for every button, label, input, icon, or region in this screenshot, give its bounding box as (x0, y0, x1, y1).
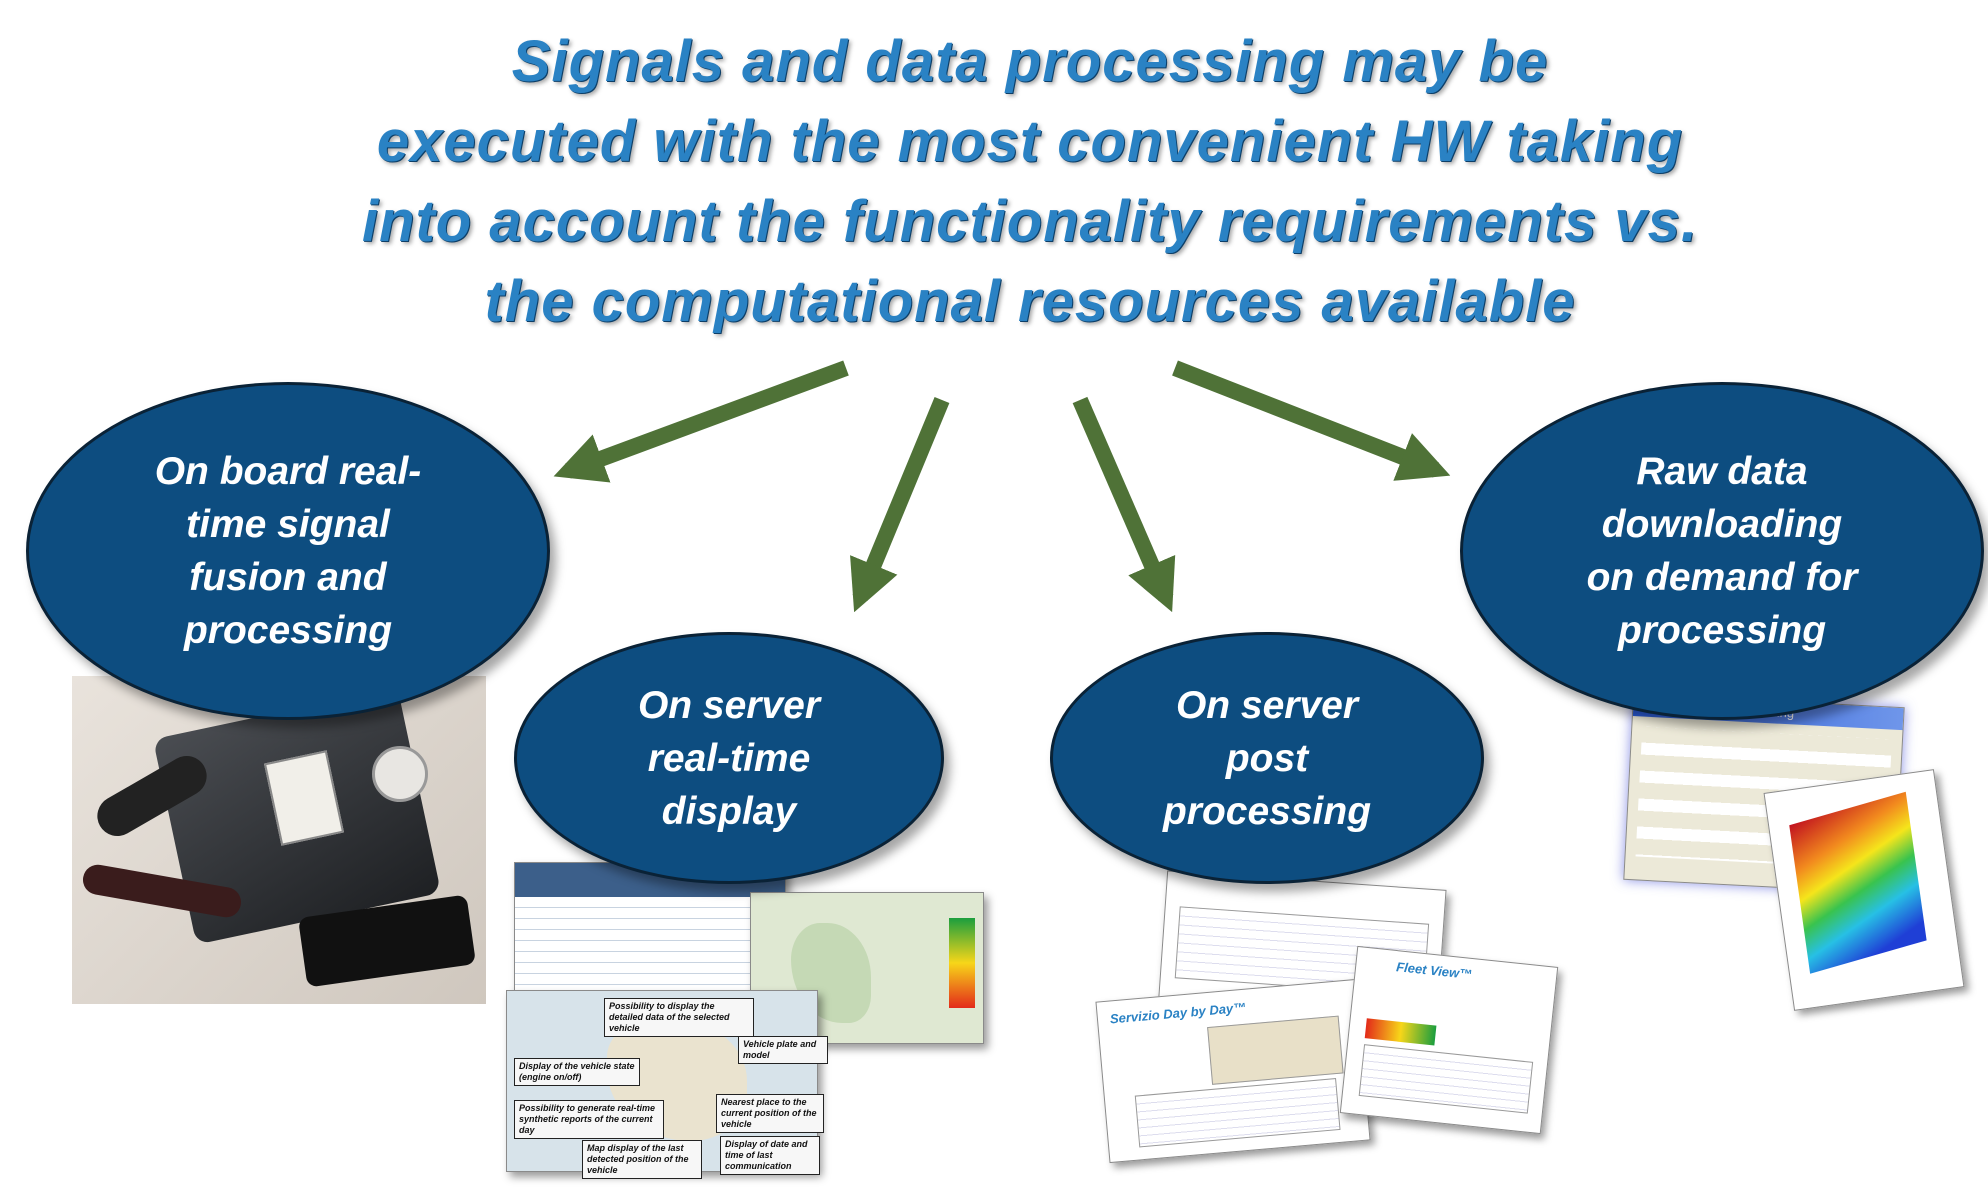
map-note: Possibility to generate real-time synthe… (514, 1100, 664, 1139)
node-label: fusion and (189, 556, 387, 599)
node-label: real-time (647, 736, 811, 780)
map-legend (949, 918, 975, 1008)
report-table (1134, 1078, 1341, 1148)
map-note: Map display of the last detected positio… (582, 1140, 702, 1179)
node-label: processing (183, 609, 393, 652)
page-title: Signals and data processing may be execu… (240, 22, 1820, 342)
report-title: Servizio Day by Day™ (1109, 999, 1247, 1027)
node-raw-data: Raw data downloading on demand for proce… (1460, 382, 1984, 720)
report-table (1358, 1044, 1534, 1114)
node-label: On board real- (154, 450, 422, 493)
arrow-to-raw-data (1172, 360, 1451, 481)
node-label: On server (637, 683, 821, 727)
map-note: Display of date and time of last communi… (720, 1136, 820, 1175)
map-note: Nearest place to the current position of… (716, 1094, 824, 1133)
map-note: Vehicle plate and model (738, 1036, 828, 1064)
title-line: the computational resources available (484, 269, 1576, 334)
device-photo (72, 676, 486, 1004)
report-title: Fleet View™ (1395, 959, 1473, 983)
report-map (1207, 1015, 1344, 1085)
map-note: Display of the vehicle state (engine on/… (514, 1058, 640, 1086)
node-label: Raw data (1636, 450, 1808, 493)
raw-data-gui-screenshot: GUI - Training (1623, 693, 1968, 1011)
post-processing-reports: Servizio Day by Day™ Fleet View™ (1092, 870, 1572, 1180)
node-server-post: On server post processing (1050, 632, 1484, 884)
report-card: Fleet View™ (1339, 945, 1559, 1135)
node-label: post (1225, 736, 1309, 780)
node-label: time signal (186, 503, 390, 546)
map-note: Possibility to display the detailed data… (604, 998, 754, 1037)
node-label: on demand for (1586, 556, 1858, 599)
antenna-cylinder (372, 746, 428, 802)
report-card: Servizio Day by Day™ (1095, 978, 1371, 1164)
report-heatmap (1364, 1018, 1437, 1046)
arrow-to-server-post (1072, 396, 1176, 613)
node-label: processing (1617, 609, 1827, 652)
title-line: into account the functionality requireme… (361, 189, 1699, 254)
arrow-to-onboard (553, 360, 849, 483)
title-line: executed with the most convenient HW tak… (376, 109, 1684, 174)
node-label: downloading (1601, 503, 1843, 546)
surface-plot (1763, 769, 1965, 1011)
node-server-display: On server real-time display (514, 632, 944, 884)
node-label: processing (1162, 789, 1372, 833)
node-onboard: On board real- time signal fusion and pr… (26, 382, 550, 720)
title-line: Signals and data processing may be (511, 29, 1549, 94)
node-label: display (661, 789, 797, 833)
node-label: On server (1175, 683, 1359, 727)
arrow-to-server-display (850, 396, 950, 613)
server-display-screenshot: Possibility to display the detailed data… (506, 862, 984, 1179)
surface-plot-mesh (1789, 791, 1927, 974)
